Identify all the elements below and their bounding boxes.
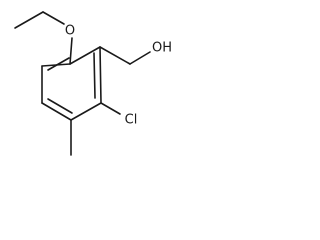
ring-inner-bond-b <box>47 98 73 114</box>
bond-ch2-oh <box>129 51 151 65</box>
atom-label-chlorine: Cl <box>125 113 138 128</box>
atom-label-hydroxyl: OH <box>152 41 172 56</box>
bond-o-ethyl-ch2 <box>42 11 65 25</box>
ring-bond-c4-c5 <box>41 102 72 121</box>
bond-ethyl-ch2-ch3 <box>14 11 44 29</box>
bond-c2-ch2 <box>99 46 131 65</box>
ring-bond-c2-c3 <box>99 46 102 104</box>
ring-inner-bond-a <box>93 52 96 99</box>
ring-bond-c3-c4 <box>70 102 102 121</box>
atom-label-oxygen-ether: O <box>65 24 75 39</box>
molecule-structure: O OH Cl <box>14 11 172 156</box>
ring-inner-bond-c <box>47 57 70 71</box>
bond-c3-cl <box>100 102 121 115</box>
ring-bond-c1-c2 <box>69 46 101 65</box>
bond-c1-o-ether <box>69 37 73 65</box>
